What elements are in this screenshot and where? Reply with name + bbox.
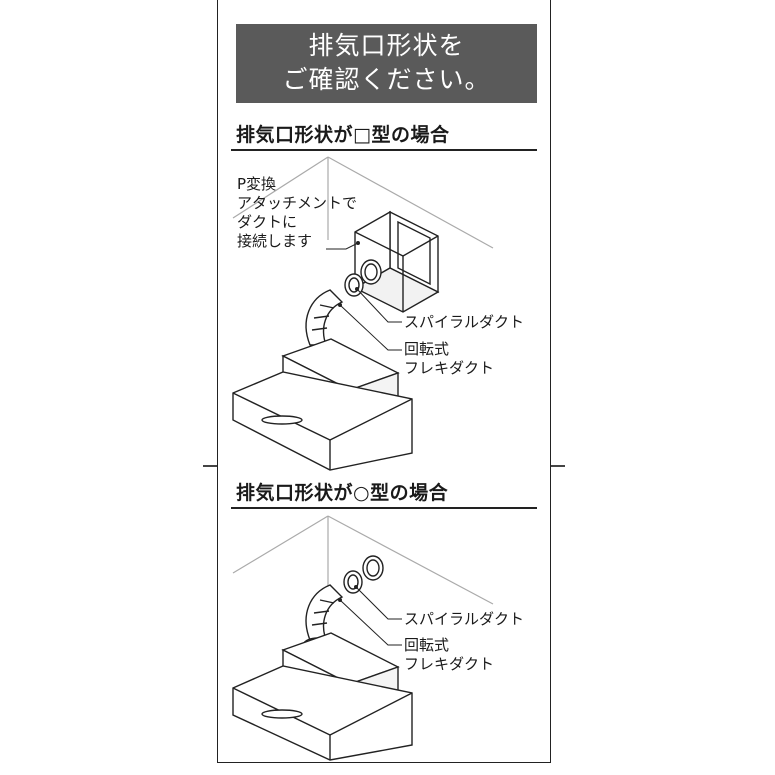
callout-flex-duct-1: 回転式 フレキダクト xyxy=(404,340,495,377)
callout-spiral-duct-1: スパイラルダクト xyxy=(404,313,525,331)
header-line-1: 排気口形状を xyxy=(308,31,465,60)
callout-adapter: P変換 アタッチメントで ダクトに 接続します xyxy=(237,175,358,250)
header-banner: 排気口形状を ご確認ください。 xyxy=(236,24,537,103)
callout-flex-duct-2: 回転式 フレキダクト xyxy=(404,636,495,673)
section-title-square: 排気口形状が□型の場合 xyxy=(236,124,450,146)
section-divider-square xyxy=(231,149,537,151)
section-title-round: 排気口形状が○型の場合 xyxy=(236,482,449,504)
left-tick-mark xyxy=(203,465,217,467)
section-divider-round xyxy=(231,507,537,509)
callout-spiral-duct-2: スパイラルダクト xyxy=(404,610,525,628)
right-tick-mark xyxy=(551,465,565,467)
header-line-2: ご確認ください。 xyxy=(282,65,491,94)
instruction-panel xyxy=(217,0,551,763)
